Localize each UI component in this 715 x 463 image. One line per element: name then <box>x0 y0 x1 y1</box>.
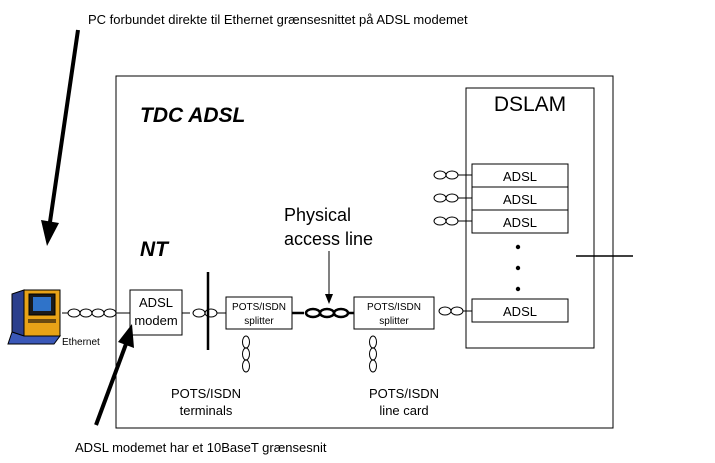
adsl-modem-box <box>129 289 183 336</box>
dslam-card-label: ADSL <box>503 215 537 230</box>
line-card-label-1: POTS/ISDN <box>369 386 439 401</box>
twisted-pair-links <box>62 170 472 373</box>
computer-icon <box>7 289 61 345</box>
top-annotation: PC forbundet direkte til Ethernet grænse… <box>88 12 468 27</box>
ethernet-label: Ethernet <box>62 337 100 348</box>
arrow-to-pc <box>41 29 80 246</box>
nt-label: NT <box>140 238 170 261</box>
access-line-label-1: Physical <box>284 205 351 225</box>
splitter-left-box <box>225 296 293 330</box>
splitter-right-label-1: POTS/ISDN <box>367 302 421 313</box>
splitter-left-label-1: POTS/ISDN <box>232 302 286 313</box>
provider-label: TDC ADSL <box>140 104 245 127</box>
splitter-left-label-2: splitter <box>244 316 274 327</box>
dslam-card-label: ADSL <box>503 169 537 184</box>
dslam-card-label: ADSL <box>503 304 537 319</box>
dslam-label: DSLAM <box>494 93 566 116</box>
dslam-ellipsis <box>515 244 521 292</box>
adsl-modem-label-2: modem <box>134 313 177 328</box>
line-card-label-2: line card <box>379 403 428 418</box>
terminals-label-2: terminals <box>180 403 233 418</box>
terminals-label-1: POTS/ISDN <box>171 386 241 401</box>
access-line-arrow <box>325 251 333 304</box>
access-line-label-2: access line <box>284 229 373 249</box>
arrow-to-modem <box>94 324 134 426</box>
splitter-right-box <box>353 296 435 330</box>
adsl-modem-label-1: ADSL <box>139 295 173 310</box>
bottom-annotation: ADSL modemet har et 10BaseT grænsesnit <box>75 440 327 455</box>
dslam-card-label: ADSL <box>503 192 537 207</box>
splitter-right-label-2: splitter <box>379 316 409 327</box>
physical-access-line <box>292 307 354 319</box>
